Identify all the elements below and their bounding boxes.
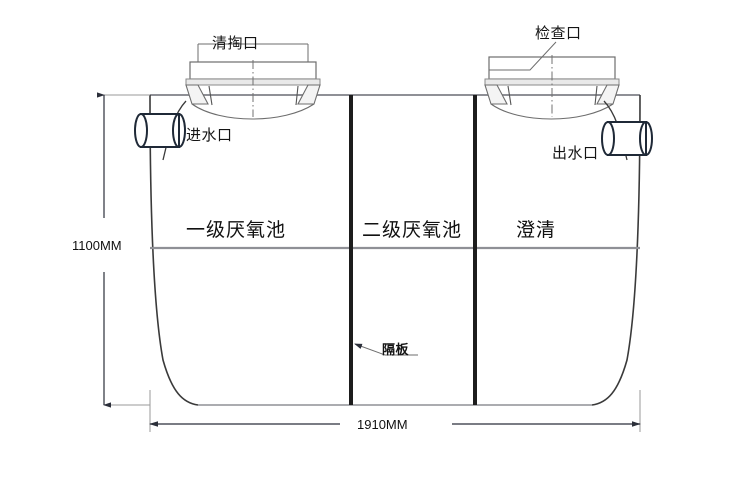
label-top-right-port: 检查口: [535, 25, 582, 42]
label-top-left-port: 清掏口: [212, 35, 259, 52]
tank-shell: [149, 94, 641, 406]
partition-walls: [349, 95, 477, 405]
label-chamber-2: 二级厌氧池: [362, 220, 463, 241]
width-dimension: [149, 390, 641, 432]
label-chamber-1: 一级厌氧池: [186, 220, 287, 241]
height-dimension: [97, 92, 150, 408]
outlet-pipe: [601, 100, 653, 161]
label-chamber-3: 澄清: [516, 220, 557, 241]
label-outlet: 出水口: [552, 145, 599, 162]
label-width-dimension: 1910MM: [357, 417, 408, 432]
left-port-width-bracket: [197, 43, 309, 62]
inlet-pipe: [134, 100, 187, 161]
partition-leader: [354, 343, 418, 356]
label-partition: 隔板: [382, 342, 410, 357]
left-manhole-riser: [185, 60, 321, 120]
label-height-dimension: 1100MM: [72, 238, 122, 253]
right-manhole-riser: [484, 41, 620, 120]
label-inlet: 进水口: [186, 127, 233, 144]
